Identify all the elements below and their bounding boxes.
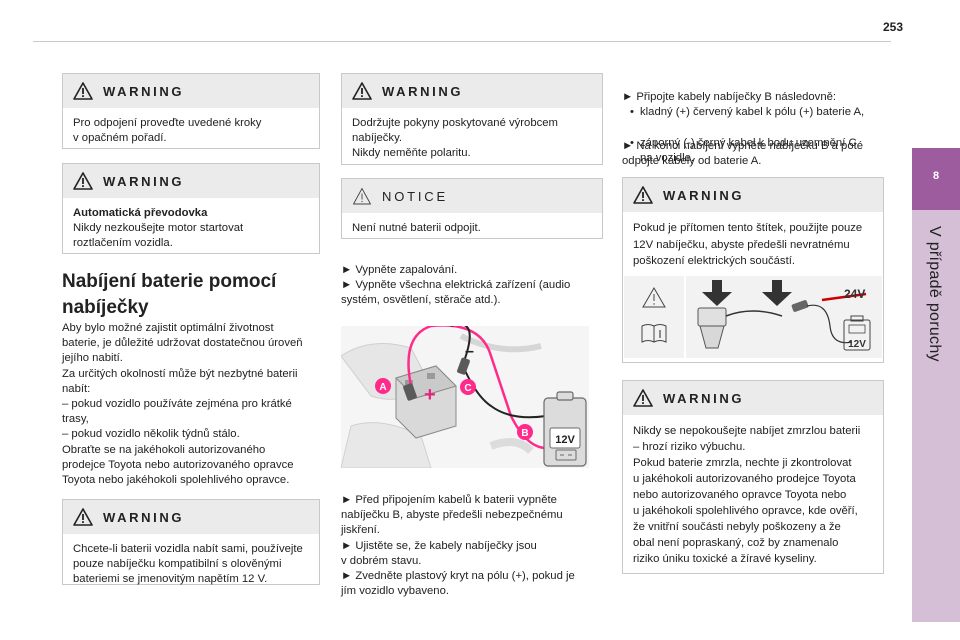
label-a-text: A: [379, 382, 386, 393]
label-voltage-24v: 24V: [844, 287, 865, 301]
warning-text: Chcete-li baterii vozidla nabít sami, po…: [73, 543, 303, 585]
warning-triangle-icon: [633, 186, 653, 204]
warning-text: Nikdy se nepokoušejte nabíjet zmrzlou ba…: [633, 425, 861, 565]
label-b-marker: [517, 424, 533, 440]
label-c-marker: [460, 379, 476, 395]
warning-title: WARNING: [382, 83, 464, 99]
positive-cable: [407, 326, 432, 387]
warning-text: Dodržujte pokyny poskytované výrobcem na…: [352, 117, 558, 159]
left-warning-box-2: WARNING Automatická převodovka Nikdy nez…: [62, 163, 320, 254]
warning-text: Pokud je přítomen tento štítek, použijte…: [633, 222, 863, 267]
prohibited-charger-icon: [697, 280, 732, 349]
battery-charger: [543, 391, 587, 467]
connect-intro: ► Připojte kabely nabíječky B následovně…: [622, 75, 888, 105]
battery-plus-symbol: +: [424, 384, 436, 406]
page-number: 253: [882, 20, 903, 34]
forbidden-slash: [821, 292, 867, 302]
left-warning-box-1: WARNING Pro odpojení proveďte uvedené kr…: [62, 73, 320, 149]
middle-notice-box: NOTICE Není nutné baterii odpojit.: [341, 178, 603, 239]
manual-book-icon: [641, 324, 667, 343]
warning-text: Nikdy nezkoušejte motor startovat roztla…: [73, 222, 244, 249]
negative-clamp: [457, 357, 470, 375]
notice-triangle-icon: [353, 188, 371, 205]
connect-list-item: záporný (-) černý kabel k bodu uzemnění …: [630, 136, 888, 166]
steps-switch-off: ► Vypněte zapalování. ► Vypněte všechna …: [341, 264, 571, 307]
connect-list-item: kladný (+) červený kabel k pólu (+) bate…: [630, 105, 888, 120]
warning-title: WARNING: [663, 390, 745, 406]
positive-clamp: [403, 383, 417, 401]
label-voltage-12v: 12V: [848, 339, 866, 350]
warning-title: WARNING: [103, 173, 185, 189]
section-heading-line-1: Nabíjení baterie pomocí: [62, 271, 277, 292]
middle-warning-box: WARNING Dodržujte pokyny poskytované výr…: [341, 73, 603, 165]
label-c-text: C: [464, 383, 471, 394]
notice-text: Není nutné baterii odpojit.: [352, 222, 481, 234]
chapter-label: V případě poruchy: [926, 226, 943, 362]
label-b-text: B: [521, 428, 528, 439]
negative-cable: [451, 326, 471, 365]
section-heading-line-2: nabíječky: [62, 297, 149, 318]
connect-end: ► Na konci nabíjení vypněte nabíječku B …: [622, 140, 864, 168]
section-body-text: Aby bylo možné zajistit optimální životn…: [62, 322, 303, 487]
warning-triangle-icon: [73, 508, 93, 526]
top-divider: [33, 41, 891, 42]
warning-title: WARNING: [103, 509, 185, 525]
notice-title: NOTICE: [382, 188, 448, 204]
warning-title: WARNING: [103, 83, 185, 99]
chapter-number: 8: [912, 148, 960, 210]
warning-triangle-icon: [73, 172, 93, 190]
steps-before-connecting: ► Před připojením kabelů k baterii vypně…: [341, 494, 575, 598]
section-heading: Nabíjení baterie pomocí nabíječky: [62, 269, 312, 321]
battery-charger-illustration: + – 12V A C B: [341, 326, 589, 468]
connect-intro-text: ► Připojte kabely nabíječky B následovně…: [622, 91, 837, 104]
prohibited-cable: [725, 310, 783, 317]
connect-list: kladný (+) červený kabel k pólu (+) bate…: [630, 90, 888, 181]
charger-voltage-label: 12V: [555, 434, 575, 446]
chapter-side-tab[interactable]: 8 V případě poruchy: [912, 148, 960, 622]
label-a-marker: [375, 378, 391, 394]
warning-triangle-icon: [633, 389, 653, 407]
warning-text: Pro odpojení proveďte uvedené kroky v op…: [73, 117, 262, 144]
right-warning-box-2: WARNING Nikdy se nepokoušejte nabíjet zm…: [622, 380, 884, 574]
caution-triangle-icon: [642, 287, 666, 308]
charger-clamp-icon: [762, 280, 809, 312]
warning-title: WARNING: [663, 187, 745, 203]
warning-subtitle: Automatická převodovka: [73, 207, 208, 219]
warning-triangle-icon: [352, 82, 372, 100]
ground-minus-symbol: –: [465, 343, 474, 360]
charger-warning-label-illustration: 24V 12V: [624, 276, 882, 358]
left-warning-box-3: WARNING Chcete-li baterii vozidla nabít …: [62, 499, 320, 585]
warning-triangle-icon: [73, 82, 93, 100]
charger-cable: [806, 304, 853, 344]
charger-12v-icon: [843, 315, 871, 351]
